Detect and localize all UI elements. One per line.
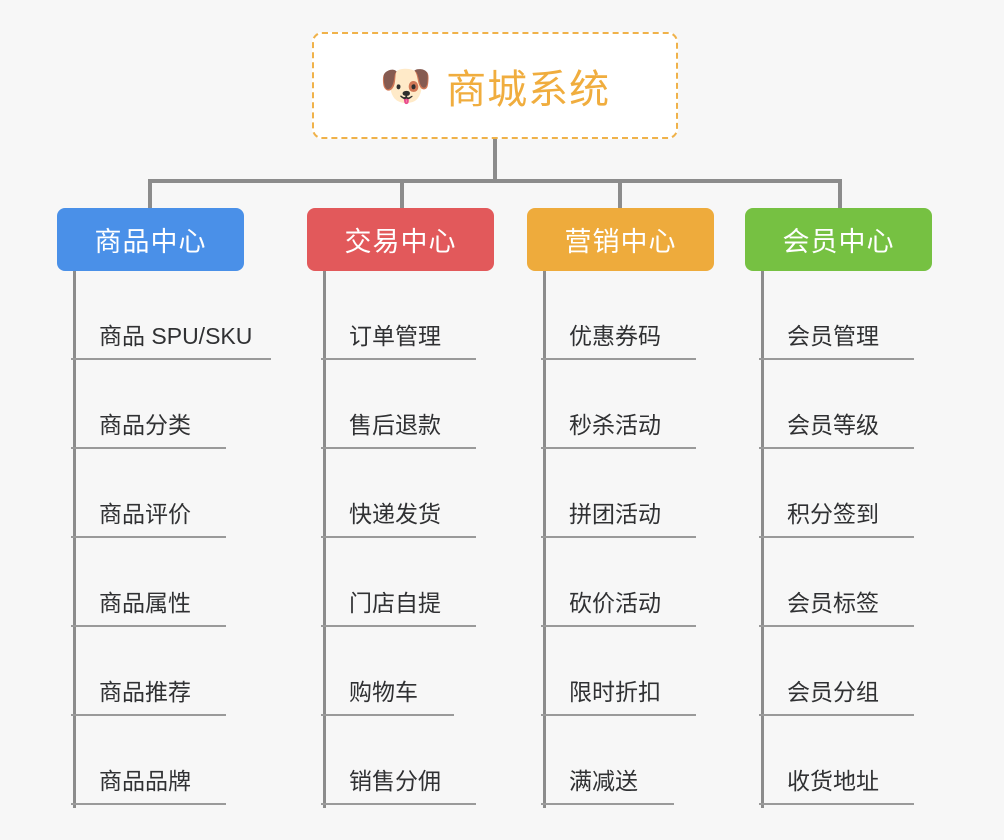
leaf-underline — [759, 625, 914, 627]
leaf-underline — [321, 625, 476, 627]
root-node-label: 商城系统 — [446, 67, 611, 112]
leaf-underline — [71, 625, 226, 627]
leaf-underline — [759, 803, 914, 805]
leaf-label: 会员等级 — [787, 412, 879, 438]
leaf-underline — [759, 447, 914, 449]
leaf-label: 售后退款 — [349, 412, 441, 438]
leaf-label: 拼团活动 — [569, 501, 661, 527]
category-header-label: 营销中心 — [564, 227, 677, 257]
category-header-member-center[interactable]: 会员中心 — [745, 208, 932, 271]
leaf-underline — [71, 803, 226, 805]
category-header-product-center[interactable]: 商品中心 — [57, 208, 244, 271]
leaf-underline — [321, 714, 454, 716]
leaf-underline — [759, 358, 914, 360]
category-header-trade-center[interactable]: 交易中心 — [307, 208, 494, 271]
leaf-underline — [71, 358, 271, 360]
leaf-underline — [321, 536, 476, 538]
category-header-label: 会员中心 — [782, 227, 895, 257]
leaf-underline — [541, 447, 696, 449]
leaf-underline — [71, 447, 226, 449]
leaf-label: 限时折扣 — [569, 679, 661, 705]
leaf-underline — [541, 536, 696, 538]
root-node[interactable]: 🐶 商城系统 — [312, 32, 678, 139]
leaf-label: 快递发货 — [349, 501, 441, 527]
category-header-marketing-center[interactable]: 营销中心 — [527, 208, 714, 271]
leaf-label: 订单管理 — [349, 323, 441, 349]
connector-drop-product — [148, 179, 152, 209]
leaf-underline — [321, 803, 476, 805]
leaf-underline — [71, 714, 226, 716]
leaf-label: 购物车 — [349, 679, 418, 705]
leaf-underline — [759, 714, 914, 716]
connector-drop-trade — [400, 179, 404, 209]
leaf-label: 销售分佣 — [349, 768, 441, 794]
leaf-label: 商品分类 — [99, 412, 191, 438]
leaf-underline — [541, 714, 696, 716]
leaf-underline — [759, 536, 914, 538]
leaf-label: 会员标签 — [787, 590, 879, 616]
leaf-label: 会员分组 — [787, 679, 879, 705]
leaf-underline — [541, 803, 674, 805]
connector-horizontal-bus — [148, 179, 842, 183]
leaf-label: 收货地址 — [787, 768, 879, 794]
category-trunk-line — [323, 271, 326, 808]
leaf-label: 砍价活动 — [569, 590, 661, 616]
leaf-label: 满减送 — [569, 768, 638, 794]
category-trunk-line — [73, 271, 76, 808]
leaf-underline — [321, 358, 476, 360]
leaf-label: 门店自提 — [349, 590, 441, 616]
category-header-label: 商品中心 — [94, 227, 207, 257]
leaf-underline — [71, 536, 226, 538]
leaf-underline — [541, 358, 696, 360]
leaf-label: 优惠券码 — [569, 323, 661, 349]
category-header-label: 交易中心 — [344, 227, 457, 257]
leaf-label: 商品推荐 — [99, 679, 191, 705]
leaf-label: 商品品牌 — [99, 768, 191, 794]
leaf-label: 商品评价 — [99, 501, 191, 527]
category-trunk-line — [543, 271, 546, 808]
connector-root-stem — [493, 139, 497, 182]
connector-drop-member — [838, 179, 842, 209]
category-trunk-line — [761, 271, 764, 808]
leaf-label: 秒杀活动 — [569, 412, 661, 438]
connector-drop-marketing — [618, 179, 622, 209]
leaf-label: 商品属性 — [99, 590, 191, 616]
shiba-dog-face-icon: 🐶 — [379, 61, 433, 109]
leaf-label: 商品 SPU/SKU — [99, 323, 253, 349]
leaf-label: 会员管理 — [787, 323, 879, 349]
leaf-underline — [321, 447, 476, 449]
leaf-label: 积分签到 — [787, 501, 879, 527]
leaf-underline — [541, 625, 696, 627]
